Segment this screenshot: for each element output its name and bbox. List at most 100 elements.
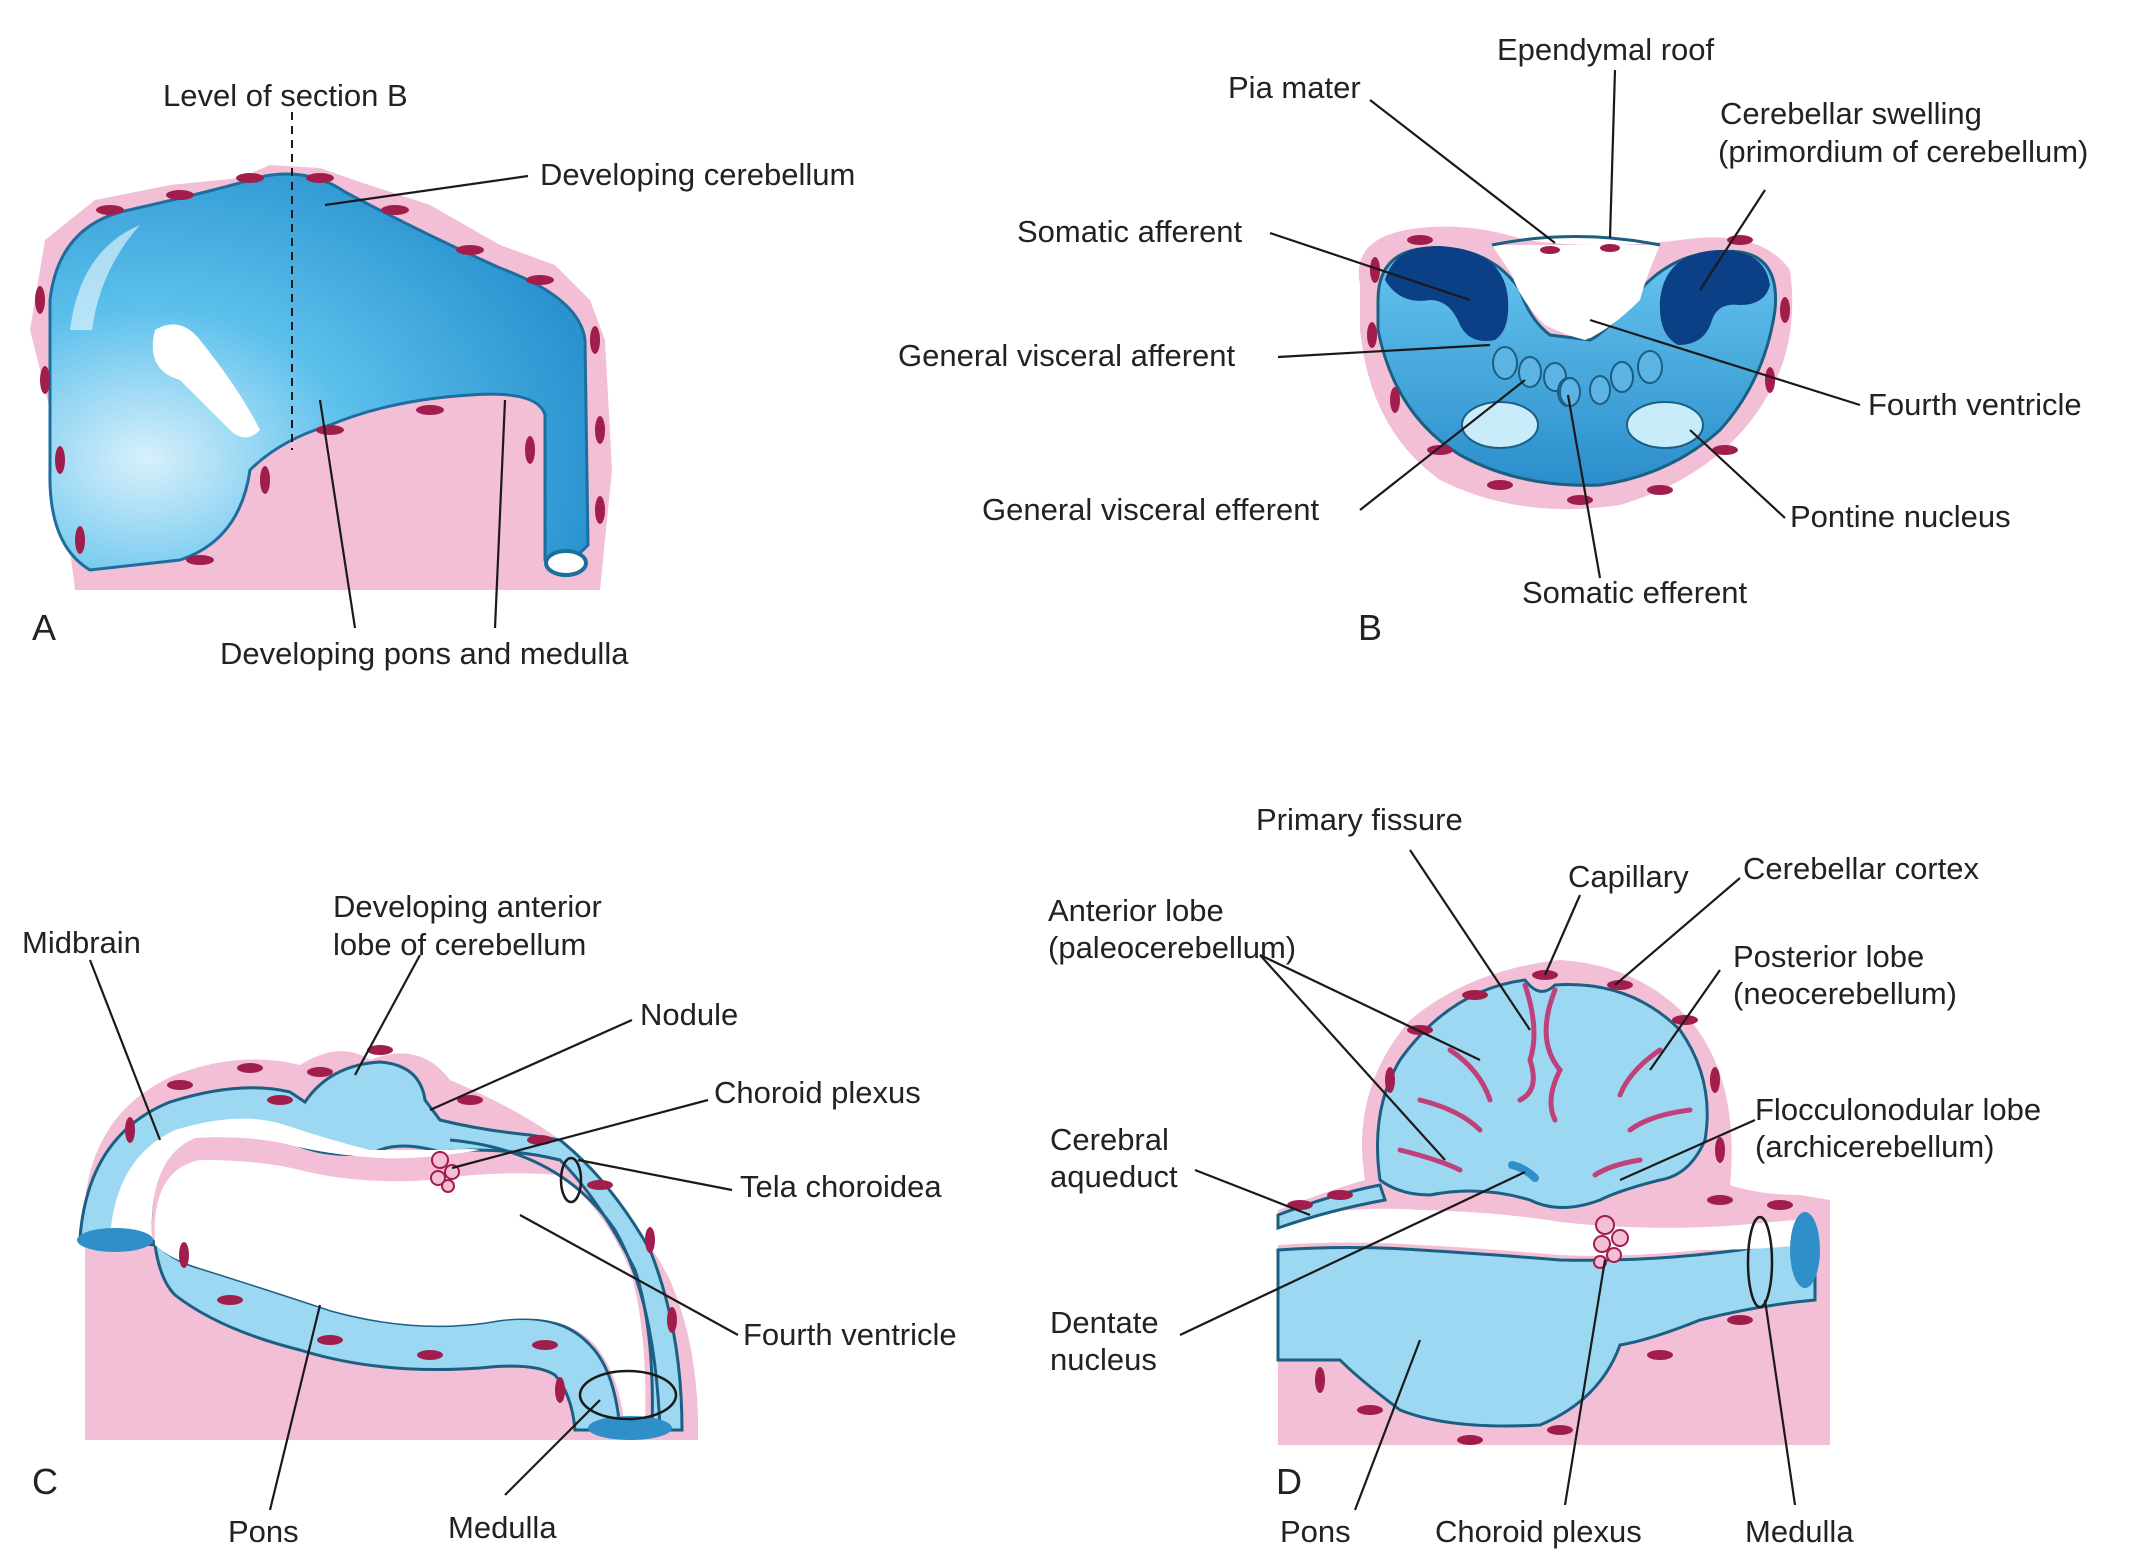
panel-d-leader-dentate (1179, 1171, 1526, 1336)
panel-d-leader-cortex (1614, 877, 1741, 986)
label-choroid-plexus-d: Choroid plexus (1435, 1514, 1642, 1549)
panel-a-leader-pons-2 (493, 399, 507, 629)
panel-a-leader-pons-1 (318, 399, 357, 629)
label-neocerebellum: (neocerebellum) (1733, 976, 1957, 1011)
panel-d-aqueduct (1276, 1183, 1387, 1231)
label-ependymal-roof: Ependymal roof (1497, 32, 1715, 67)
panel-b-afferent-right (1659, 250, 1770, 345)
panel-c-tela-ring (559, 1156, 583, 1204)
label-flocculonodular-lobe: Flocculonodular lobe (1755, 1092, 2041, 1127)
panel-c-leader-fourth-ventricle (519, 1214, 739, 1336)
panel-c-leader-choroid (451, 1098, 709, 1170)
panel-d-leader-anterior-1 (1259, 954, 1481, 1061)
panel-d-leader-flocculonodular (1619, 1118, 1756, 1182)
panel-b: Ependymal roof Pia mater Cerebellar swel… (898, 32, 2088, 648)
label-tela-choroidea: Tela choroidea (740, 1169, 942, 1204)
panel-c-tube-opening-right (588, 1416, 672, 1440)
label-pontine-nucleus: Pontine nucleus (1790, 499, 2011, 534)
panel-c-leader-pons (268, 1304, 322, 1511)
label-primary-fissure: Primary fissure (1256, 802, 1463, 837)
label-somatic-afferent: Somatic afferent (1017, 214, 1243, 249)
panel-d-leader-choroid (1563, 1259, 1607, 1506)
panel-a-leader-cerebellum (324, 174, 529, 207)
panel-b-leader-gva (1277, 343, 1491, 359)
panel-c-leader-tela (577, 1158, 733, 1192)
panel-c-fourth-ventricle (154, 1160, 646, 1430)
panel-d-brainstem (1276, 1233, 1817, 1428)
label-pons-c: Pons (228, 1514, 299, 1549)
panel-c-choroid-plexus (430, 1151, 460, 1193)
panel-b-afferent-left (1385, 245, 1509, 341)
panel-c-leader-nodule (429, 1018, 633, 1112)
label-fourth-ventricle-b: Fourth ventricle (1868, 387, 2082, 422)
label-nucleus: nucleus (1050, 1342, 1157, 1377)
panel-d-ventricle (1278, 1208, 1800, 1256)
label-somatic-efferent: Somatic efferent (1522, 575, 1748, 610)
label-archicerebellum: (archicerebellum) (1755, 1129, 1994, 1164)
panel-b-fourth-ventricle (1492, 245, 1660, 340)
panel-b-leader-pontine (1689, 429, 1786, 519)
label-paleocerebellum: (paleocerebellum) (1048, 930, 1296, 965)
label-choroid-plexus-c: Choroid plexus (714, 1075, 921, 1110)
panel-d-leader-primary-fissure (1409, 849, 1531, 1031)
panel-a: Level of section B Developing cerebellum… (30, 78, 855, 671)
label-capillary: Capillary (1568, 859, 1689, 894)
panel-c-leader-midbrain (88, 959, 162, 1141)
panel-c-midbrain-lumen (110, 1118, 480, 1240)
label-nodule: Nodule (640, 997, 738, 1032)
label-general-visceral-efferent: General visceral efferent (982, 492, 1320, 527)
panel-d-medulla-opening (1790, 1212, 1820, 1288)
label-developing-cerebellum: Developing cerebellum (540, 157, 855, 192)
panel-c-medulla-ring (578, 1369, 678, 1421)
label-lobe-of-cerebellum: lobe of cerebellum (333, 927, 586, 962)
label-pons-d: Pons (1280, 1514, 1351, 1549)
label-medulla-c: Medulla (448, 1510, 557, 1545)
label-level-of-section-b: Level of section B (163, 78, 408, 113)
label-developing-anterior: Developing anterior (333, 889, 602, 924)
label-dentate: Dentate (1050, 1305, 1159, 1340)
panel-d-folia (1397, 982, 1693, 1178)
panel-b-leader-ependymal (1608, 69, 1617, 239)
panel-b-leader-somatic-afferent (1269, 231, 1471, 302)
label-cerebellar-swelling: Cerebellar swelling (1720, 96, 1982, 131)
panel-c-leader-medulla (504, 1399, 601, 1496)
panel-d-leader-aqueduct (1194, 1168, 1311, 1217)
label-posterior-lobe: Posterior lobe (1733, 939, 1924, 974)
panel-a-white-highlight (70, 225, 140, 330)
panel-d-cells (1287, 970, 1793, 1445)
label-medulla-d: Medulla (1745, 1514, 1854, 1549)
panel-b-leader-somatic-efferent (1566, 394, 1602, 579)
panel-a-tube-opening (544, 549, 588, 577)
panel-d-leader-pons (1353, 1339, 1422, 1511)
panel-c-neural-tube (78, 1060, 684, 1432)
panel-letter-d: D (1276, 1461, 1302, 1502)
label-midbrain: Midbrain (22, 925, 141, 960)
panel-c-tela-line (449, 1138, 662, 1431)
panel-c-leader-anterior-lobe (354, 954, 421, 1076)
label-developing-pons-medulla: Developing pons and medulla (220, 636, 629, 671)
panel-letter-b: B (1358, 607, 1382, 648)
panel-d-dentate-nucleus (1508, 1161, 1539, 1182)
label-cerebellar-cortex: Cerebellar cortex (1743, 851, 1980, 886)
label-cerebellar-swelling-sub: (primordium of cerebellum) (1718, 134, 2088, 169)
panel-b-leader-gve (1359, 379, 1526, 511)
label-fourth-ventricle-c: Fourth ventricle (743, 1317, 957, 1352)
label-cerebral: Cerebral (1050, 1122, 1169, 1157)
panel-b-leader-fourth-ventricle (1589, 318, 1861, 407)
panel-d-leader-medulla (1763, 1299, 1797, 1506)
panel-d-leader-capillary (1543, 894, 1582, 976)
panel-d: Primary fissure Capillary Cerebellar cor… (1048, 802, 2041, 1549)
panel-d-choroid-plexus (1593, 1215, 1629, 1269)
panel-letter-a: A (32, 607, 56, 648)
panel-a-cavity-notch (152, 324, 260, 438)
panel-d-cerebellum (1376, 978, 1709, 1209)
panel-d-medulla-ring (1746, 1215, 1774, 1309)
panel-b-cells (1367, 235, 1790, 505)
label-anterior-lobe: Anterior lobe (1048, 893, 1224, 928)
panel-c: Midbrain Developing anterior lobe of cer… (22, 889, 957, 1549)
panel-c-cells (125, 1045, 677, 1403)
panel-d-leader-anterior-2 (1259, 954, 1446, 1161)
panel-b-roof (1491, 235, 1661, 247)
panel-d-leader-posterior (1649, 969, 1721, 1071)
